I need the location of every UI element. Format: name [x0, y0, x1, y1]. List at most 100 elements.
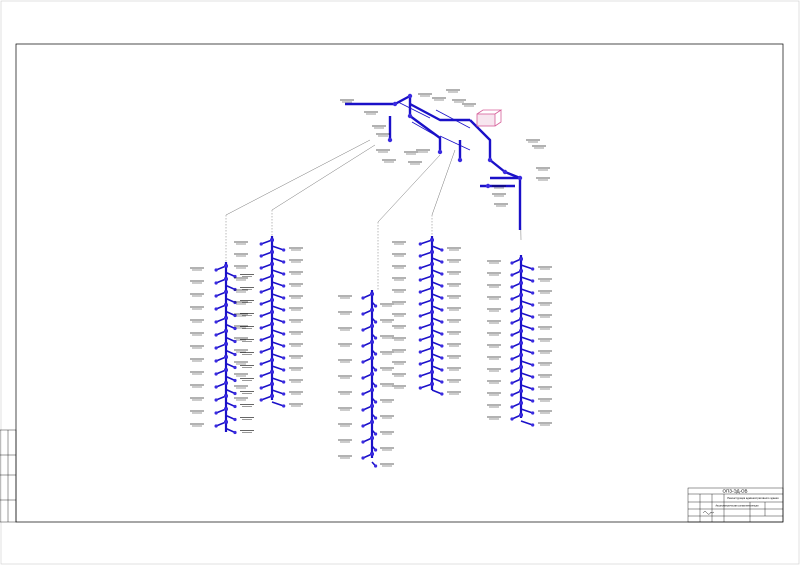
diffuser-fitting — [361, 296, 365, 300]
diffuser-fitting — [361, 440, 365, 444]
damper-fitting — [519, 377, 523, 381]
damper-fitting — [370, 388, 374, 392]
diffuser-fitting — [214, 424, 218, 428]
diffuser-fitting — [440, 356, 444, 360]
damper-fitting — [270, 382, 274, 386]
branch-connector — [377, 154, 441, 223]
diffuser-fitting — [510, 405, 514, 409]
diffuser-fitting — [361, 344, 365, 348]
diffuser-fitting — [510, 393, 514, 397]
diffuser-fitting — [282, 284, 286, 288]
diffuser-fitting — [510, 333, 514, 337]
diffuser-fitting — [510, 273, 514, 277]
diffuser-fitting — [361, 312, 365, 316]
damper-fitting — [430, 382, 434, 386]
diffuser-fitting — [282, 320, 286, 324]
branch-duct — [225, 310, 236, 317]
diffuser-fitting — [282, 344, 286, 348]
branch-duct — [520, 360, 533, 366]
branch-duct — [225, 388, 236, 395]
damper-fitting — [224, 381, 228, 385]
damper-fitting — [430, 238, 434, 242]
damper-fitting — [370, 404, 374, 408]
branch-duct — [520, 276, 533, 282]
damper-fitting — [519, 257, 523, 261]
diffuser-fitting — [374, 336, 378, 340]
branch-duct — [225, 284, 236, 291]
diffuser-fitting — [259, 338, 263, 342]
branch-duct — [271, 245, 284, 251]
diffuser-fitting — [282, 368, 286, 372]
branch-duct — [520, 288, 533, 294]
diffuser-fitting — [282, 248, 286, 252]
branch-duct — [520, 324, 533, 330]
damper-fitting — [370, 308, 374, 312]
header-fitting — [457, 157, 463, 163]
diffuser-fitting — [418, 362, 422, 366]
damper-fitting — [519, 305, 523, 309]
damper-fitting — [224, 420, 228, 424]
damper-fitting — [224, 316, 228, 320]
diffuser-fitting — [374, 400, 378, 404]
diffuser-fitting — [214, 281, 218, 285]
diffuser-fitting — [440, 284, 444, 288]
header-fitting — [407, 113, 413, 119]
branch-duct — [225, 349, 236, 356]
branch-duct — [271, 281, 284, 287]
branch-connector — [225, 139, 371, 216]
branch-duct — [431, 377, 443, 383]
damper-fitting — [519, 281, 523, 285]
diffuser-fitting — [282, 380, 286, 384]
damper-fitting — [430, 358, 434, 362]
duct-edge — [411, 121, 441, 139]
diffuser-fitting — [531, 375, 535, 379]
title-block — [687, 487, 784, 523]
branch-duct — [271, 401, 284, 407]
header-fitting — [487, 157, 493, 163]
damper-fitting — [224, 368, 228, 372]
damper-fitting — [370, 292, 374, 296]
drawing-frame — [15, 43, 784, 523]
header-fitting — [502, 169, 508, 175]
duct-segment — [409, 115, 442, 152]
header-fitting — [392, 101, 398, 107]
diffuser-fitting — [361, 360, 365, 364]
diffuser-fitting — [418, 326, 422, 330]
branch-duct — [225, 271, 236, 278]
fan-unit — [476, 113, 496, 127]
damper-fitting — [270, 286, 274, 290]
diffuser-fitting — [510, 321, 514, 325]
damper-fitting — [270, 298, 274, 302]
diffuser-fitting — [233, 404, 237, 409]
damper-fitting — [224, 290, 228, 294]
branch-duct — [271, 293, 284, 299]
branch-duct — [520, 408, 533, 414]
header-fitting — [517, 175, 523, 181]
damper-fitting — [270, 334, 274, 338]
branch-duct — [271, 353, 284, 359]
branch-duct — [431, 269, 443, 275]
diffuser-fitting — [440, 320, 444, 324]
damper-fitting — [519, 353, 523, 357]
damper-fitting — [270, 310, 274, 314]
diffuser-fitting — [418, 254, 422, 258]
tag-labels — [190, 89, 552, 467]
diffuser-fitting — [374, 352, 378, 356]
branch-duct — [225, 375, 236, 382]
diffuser-fitting — [510, 345, 514, 349]
diffuser-fitting — [418, 338, 422, 342]
diffuser-fitting — [374, 368, 378, 372]
diffuser-fitting — [440, 344, 444, 348]
diffuser-fitting — [510, 297, 514, 301]
diffuser-fitting — [259, 290, 263, 294]
diffuser-fitting — [531, 315, 535, 319]
diffuser-fitting — [282, 308, 286, 312]
diffuser-fitting — [374, 432, 378, 436]
diffuser-fitting — [361, 376, 365, 380]
duct-segment — [409, 102, 470, 122]
diffuser-fitting — [510, 381, 514, 385]
diffuser-fitting — [374, 320, 378, 324]
damper-fitting — [224, 342, 228, 346]
branch-duct — [431, 257, 443, 263]
diffuser-fitting — [233, 365, 237, 370]
